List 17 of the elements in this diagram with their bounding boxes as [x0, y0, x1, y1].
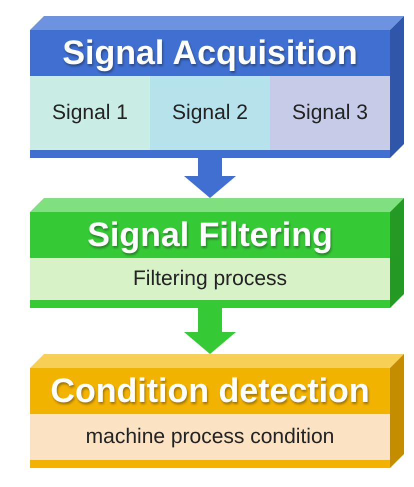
- layer-title: Condition detection: [49, 371, 371, 412]
- sub-block-label: Signal 1: [52, 101, 128, 125]
- layer-block: [30, 212, 390, 308]
- sub-block-label: Filtering process: [132, 267, 288, 291]
- sub-block-label: machine process condition: [86, 425, 334, 449]
- layer-title: Signal Filtering: [86, 215, 334, 256]
- sub-block: [30, 414, 390, 460]
- sub-block-label: Signal 3: [292, 101, 368, 125]
- sub-block: [30, 76, 150, 150]
- arrow: [184, 158, 236, 198]
- layer-block: [30, 368, 390, 468]
- arrow: [184, 308, 236, 354]
- sub-block: [30, 258, 390, 300]
- sub-block: [270, 76, 390, 150]
- sub-block: [150, 76, 270, 150]
- layer-title: Signal Acquisition: [61, 33, 359, 74]
- sub-block-label: Signal 2: [172, 101, 248, 125]
